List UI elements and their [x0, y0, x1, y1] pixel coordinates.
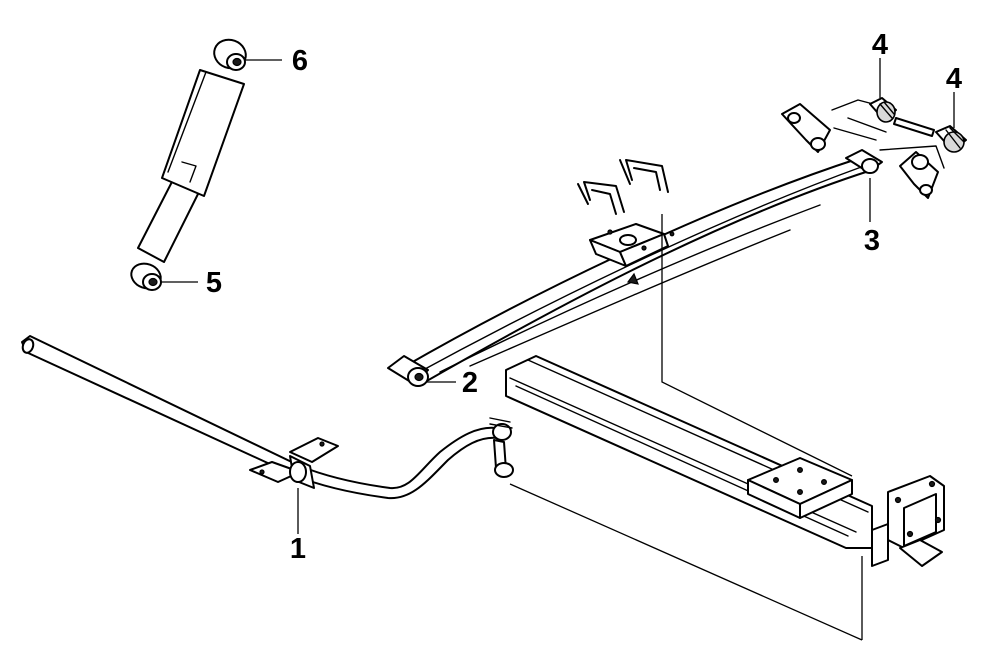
stabilizer-bar: [21, 335, 514, 500]
rear-eye-bushing: [845, 149, 883, 174]
u-bolts: [577, 159, 675, 267]
shackle-bushing-left: [869, 97, 897, 123]
stabilizer-clamp: [249, 437, 339, 489]
shackle-assembly: [781, 97, 967, 199]
callout-5: 5: [206, 267, 222, 299]
callout-4-left: 4: [872, 29, 888, 61]
shackle-bracket-right: [899, 151, 939, 199]
callout-6: 6: [292, 45, 308, 77]
axle-beam: [505, 355, 945, 567]
axle-end-flange: [871, 475, 945, 567]
callout-3: 3: [864, 225, 880, 257]
lower-eye-bushing: [130, 262, 162, 291]
upper-eye-bushing: [213, 38, 247, 71]
leaf-spring: [387, 149, 883, 387]
shackle-bushing-right: [935, 125, 967, 153]
front-eye-bushing: [387, 355, 429, 387]
callout-4-right: 4: [946, 63, 962, 95]
assembly-guide-lines: [509, 214, 863, 641]
spring-seat-pad: [747, 457, 853, 519]
u-bolt-plate: [589, 223, 669, 267]
shackle-pin: [893, 117, 935, 137]
callout-1: 1: [290, 533, 306, 565]
shock-absorber: [130, 38, 247, 291]
stabilizer-end-link: [489, 417, 514, 478]
shackle-bracket-left: [781, 103, 831, 153]
callout-labels: 1 2 3 4 4 5 6: [206, 29, 962, 565]
callout-2: 2: [462, 367, 478, 399]
callout-leaders: [160, 58, 955, 534]
